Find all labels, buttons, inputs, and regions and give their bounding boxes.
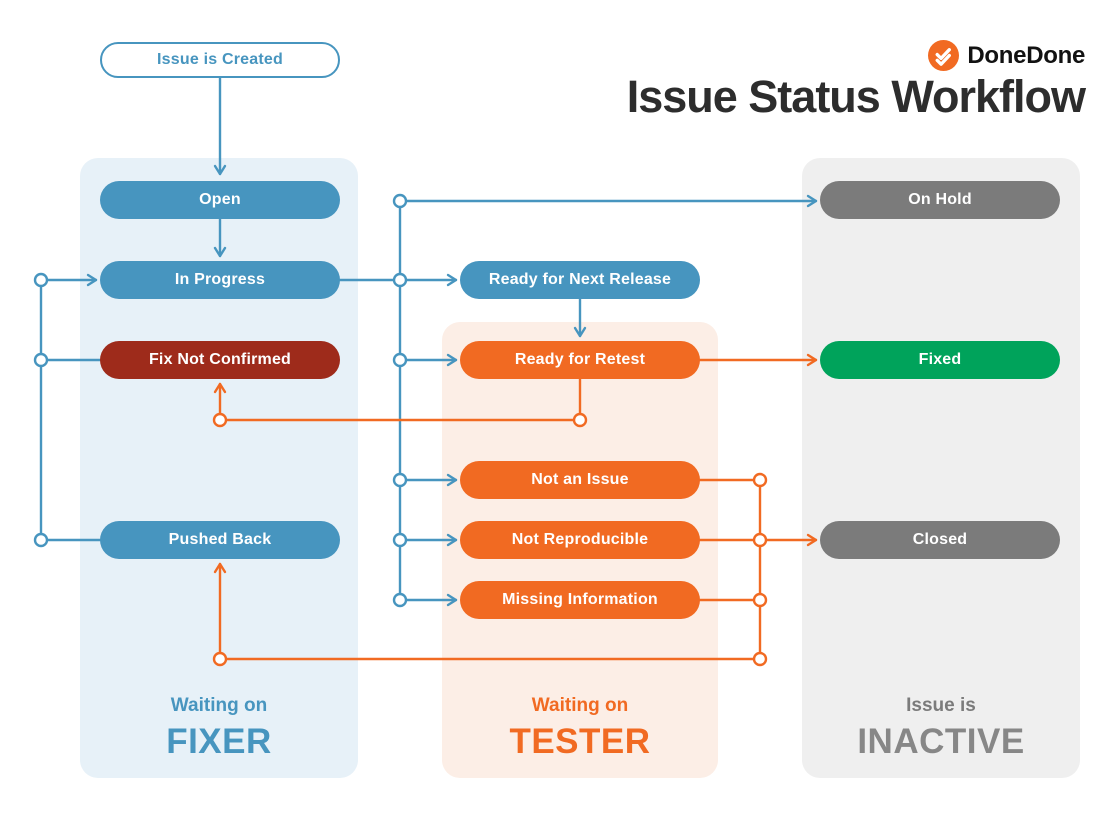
column-subtitle: Waiting on (531, 695, 629, 716)
brand-name: DoneDone (967, 41, 1085, 69)
orange-junction-dots (212, 412, 768, 667)
node-pushed-back: Pushed Back (100, 521, 340, 559)
page-title: Issue Status Workflow (626, 71, 1086, 122)
node-not-reproducible: Not Reproducible (460, 521, 700, 559)
donedone-logo-icon (928, 40, 960, 71)
column-title: INACTIVE (857, 722, 1025, 761)
brand: DoneDone (928, 40, 1085, 71)
node-ready-for-retest: Ready for Retest (460, 341, 700, 379)
node-on-hold: On Hold (820, 181, 1060, 219)
column-title: FIXER (166, 722, 272, 761)
column-subtitle: Waiting on (170, 695, 268, 716)
column-label-fixer: Waiting on FIXER (80, 695, 358, 762)
blue-junction-dots (33, 193, 408, 608)
node-fixed: Fixed (820, 341, 1060, 379)
column-label-tester: Waiting on TESTER (442, 695, 718, 762)
node-missing-information: Missing Information (460, 581, 700, 619)
column-title: TESTER (509, 722, 651, 761)
panel-inactive: Issue is INACTIVE (802, 158, 1080, 778)
node-not-an-issue: Not an Issue (460, 461, 700, 499)
node-closed: Closed (820, 521, 1060, 559)
node-issue-created: Issue is Created (100, 42, 340, 78)
node-ready-for-next-release: Ready for Next Release (460, 261, 700, 299)
node-fix-not-confirmed: Fix Not Confirmed (100, 341, 340, 379)
column-label-inactive: Issue is INACTIVE (802, 695, 1080, 762)
column-subtitle: Issue is (906, 695, 976, 716)
node-in-progress: In Progress (100, 261, 340, 299)
node-open: Open (100, 181, 340, 219)
